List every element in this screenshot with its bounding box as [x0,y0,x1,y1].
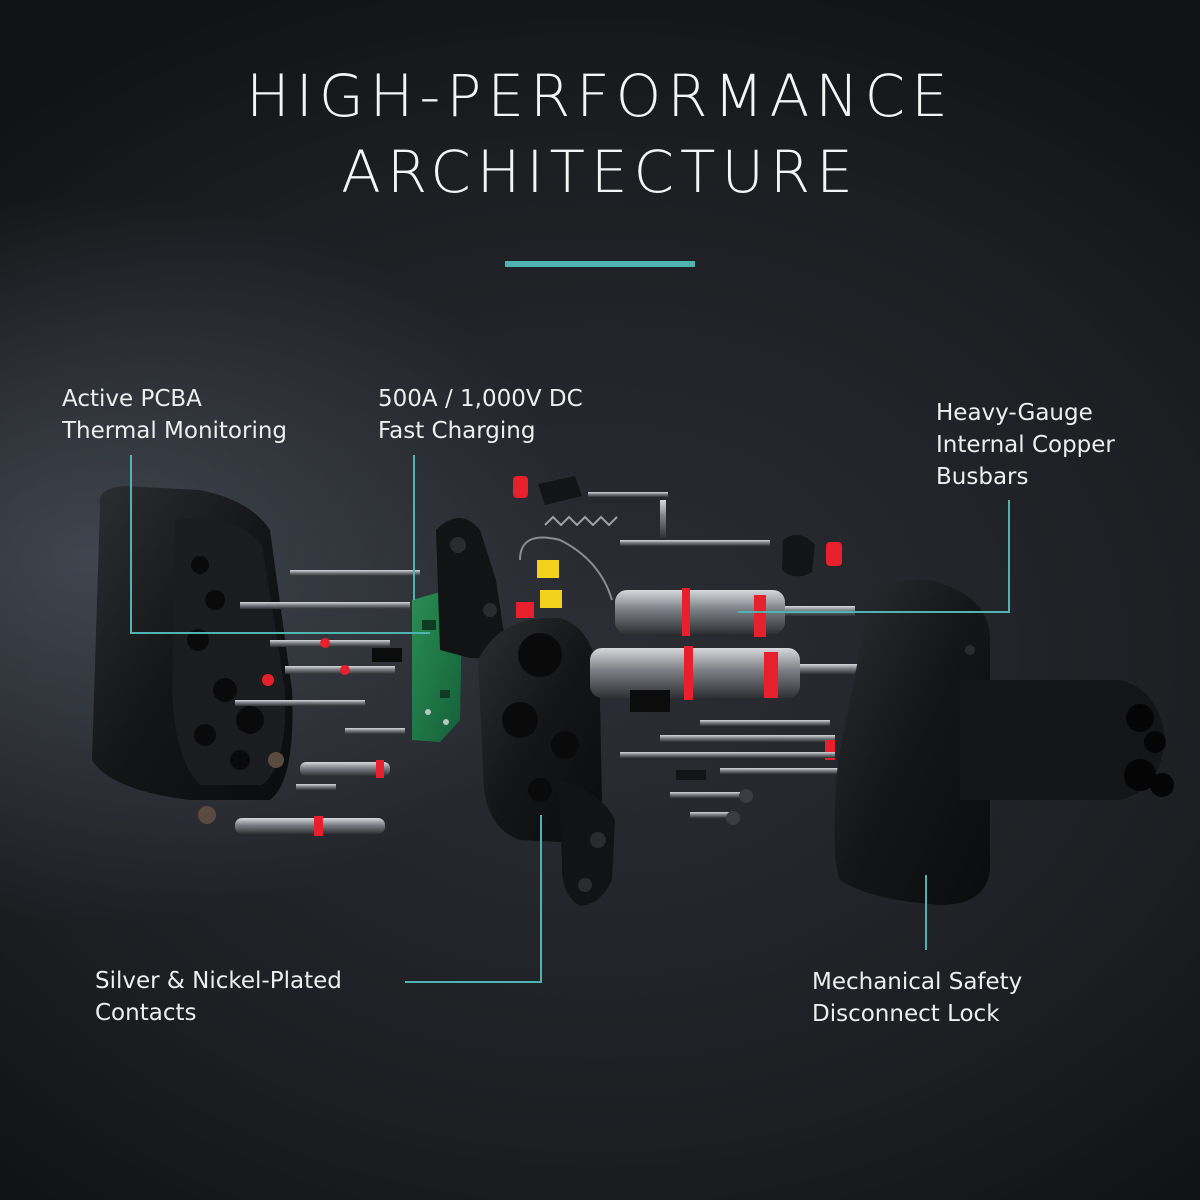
callout-pcba: Active PCBA Thermal Monitoring [62,383,287,447]
callout-fast-charging-line-1: 500A / 1,000V DC [378,386,583,412]
callout-fast-charging: 500A / 1,000V DC Fast Charging [378,383,583,447]
title-line-1: HIGH-PERFORMANCE [246,62,954,130]
front-housing [834,579,1174,905]
callout-busbars-line-3: Busbars [936,464,1029,490]
mounting-bracket [436,518,505,659]
busbars [590,588,860,712]
callout-leader-lines [130,455,1010,983]
callout-lock-line-2: Disconnect Lock [812,1001,1000,1027]
callout-busbars-line-1: Heavy-Gauge [936,400,1093,426]
callout-contacts-line-1: Silver & Nickel-Plated [95,968,342,994]
sensor-connectors [516,536,613,618]
leader-line-contacts [405,815,542,983]
rear-housing [92,486,293,800]
callout-lock: Mechanical Safety Disconnect Lock [812,966,1022,1030]
callout-contacts-line-2: Contacts [95,1000,197,1026]
locking-mechanism [513,476,842,577]
rear-pins [198,570,420,836]
callout-busbars: Heavy-Gauge Internal Copper Busbars [936,397,1115,493]
callout-pcba-line-1: Active PCBA [62,386,202,412]
title-accent-divider [505,261,695,267]
contact-carrier [478,617,615,906]
title-line-2: ARCHITECTURE [341,138,859,206]
leader-line-pcba [130,455,430,634]
callout-fast-charging-line-2: Fast Charging [378,418,536,444]
callout-pcba-line-2: Thermal Monitoring [62,418,288,444]
signal-pins [620,720,840,825]
callout-busbars-line-2: Internal Copper [936,432,1115,458]
page-title: HIGH-PERFORMANCE ARCHITECTURE [0,58,1200,210]
leader-line-busbars [738,500,1010,613]
callout-contacts: Silver & Nickel-Plated Contacts [95,965,342,1029]
callout-lock-line-1: Mechanical Safety [812,969,1023,995]
